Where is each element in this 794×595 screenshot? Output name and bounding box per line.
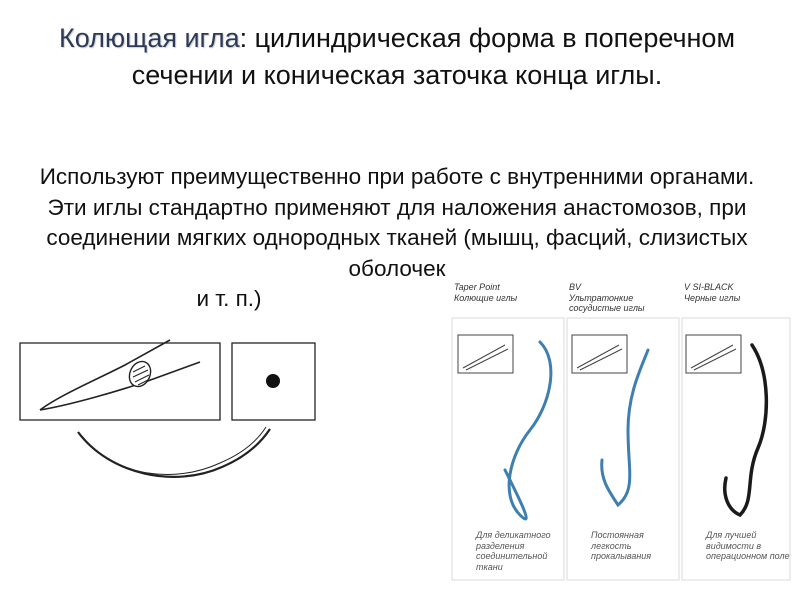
needle-side-view-box bbox=[19, 339, 221, 421]
panel-header: Taper Point Колющие иглы bbox=[452, 282, 566, 316]
needle-panels bbox=[451, 317, 791, 581]
panel-si-black: V SI-BLACK Черные иглы Для лучшей видимо… bbox=[682, 282, 794, 578]
description-text: Используют преимущественно при работе с … bbox=[30, 162, 764, 315]
title-rest: : цилиндрическая форма в поперечном сече… bbox=[131, 23, 736, 90]
panel-code: Taper Point bbox=[454, 282, 500, 292]
panel-caption: Для деликатного разделения соединительно… bbox=[476, 530, 551, 572]
panel-taper-point: Taper Point Колющие иглы Для деликатного… bbox=[452, 282, 566, 578]
title-term: Колющая игла bbox=[58, 23, 240, 53]
slide-title: Колющая игла: цилиндрическая форма в поп… bbox=[40, 20, 754, 94]
panel-header: BV Ультратонкие сосудистые иглы bbox=[567, 282, 681, 316]
panel-code: V SI-BLACK bbox=[684, 282, 734, 292]
panel-name: Ультратонкие сосудистые иглы bbox=[569, 292, 645, 314]
description-end: и т. п.) bbox=[196, 286, 262, 311]
panel-caption: Постоянная легкость прокалывания bbox=[591, 530, 652, 561]
panel-name: Черные иглы bbox=[684, 292, 741, 303]
panel-header: V SI-BLACK Черные иглы bbox=[682, 282, 794, 316]
needle-taper-point bbox=[503, 340, 553, 521]
cross-section-box bbox=[231, 342, 316, 421]
panel-name: Колющие иглы bbox=[454, 292, 518, 303]
description-main: Используют преимущественно при работе с … bbox=[39, 164, 755, 281]
panel-bv: BV Ультратонкие сосудистые иглы Постоянн… bbox=[567, 282, 681, 578]
needle-bv bbox=[600, 348, 650, 508]
needle-si-black bbox=[723, 343, 769, 518]
panel-caption: Для лучшей видимости в операционном поле bbox=[706, 530, 790, 561]
panel-code: BV bbox=[569, 282, 582, 292]
curved-needle bbox=[77, 426, 271, 478]
